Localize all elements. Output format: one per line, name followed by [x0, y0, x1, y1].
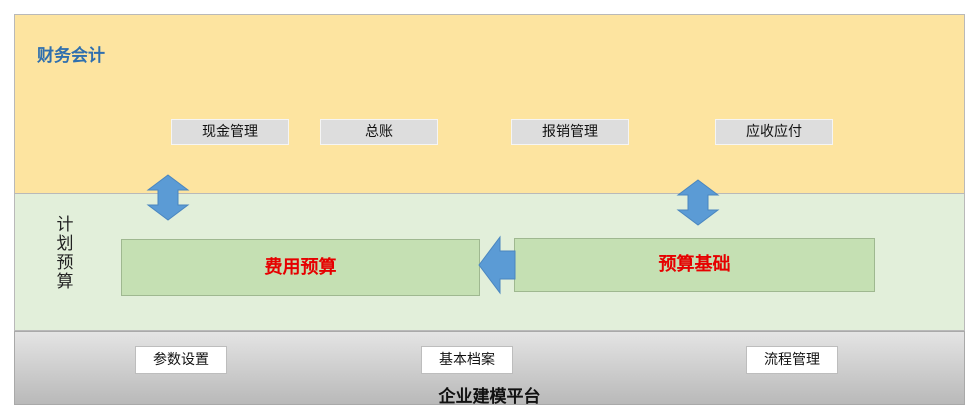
- platform-layer-title: 企业建模平台: [438, 387, 541, 407]
- double-arrow-icon-right: [676, 179, 720, 226]
- module-process-management[interactable]: 流程管理: [746, 346, 838, 374]
- finance-layer: 财务会计 现金管理 总账 报销管理 应收应付: [14, 14, 965, 194]
- left-arrow-icon: [478, 235, 516, 295]
- platform-layer: 参数设置 基本档案 流程管理 企业建模平台: [14, 331, 965, 407]
- block-expense-budget[interactable]: 费用预算: [121, 239, 480, 296]
- planning-layer: 计划预算 费用预算 预算基础: [14, 193, 965, 331]
- block-budget-foundation[interactable]: 预算基础: [514, 238, 875, 292]
- module-cash-management[interactable]: 现金管理: [171, 119, 289, 145]
- finance-layer-title: 财务会计: [37, 46, 105, 66]
- module-parameter-settings[interactable]: 参数设置: [135, 346, 227, 374]
- module-basic-archives[interactable]: 基本档案: [421, 346, 513, 374]
- module-general-ledger[interactable]: 总账: [320, 119, 438, 145]
- module-expense-reimbursement[interactable]: 报销管理: [511, 119, 629, 145]
- double-arrow-icon-left: [146, 174, 190, 221]
- module-receivables-payables[interactable]: 应收应付: [715, 119, 833, 145]
- planning-layer-title: 计划预算: [56, 215, 74, 292]
